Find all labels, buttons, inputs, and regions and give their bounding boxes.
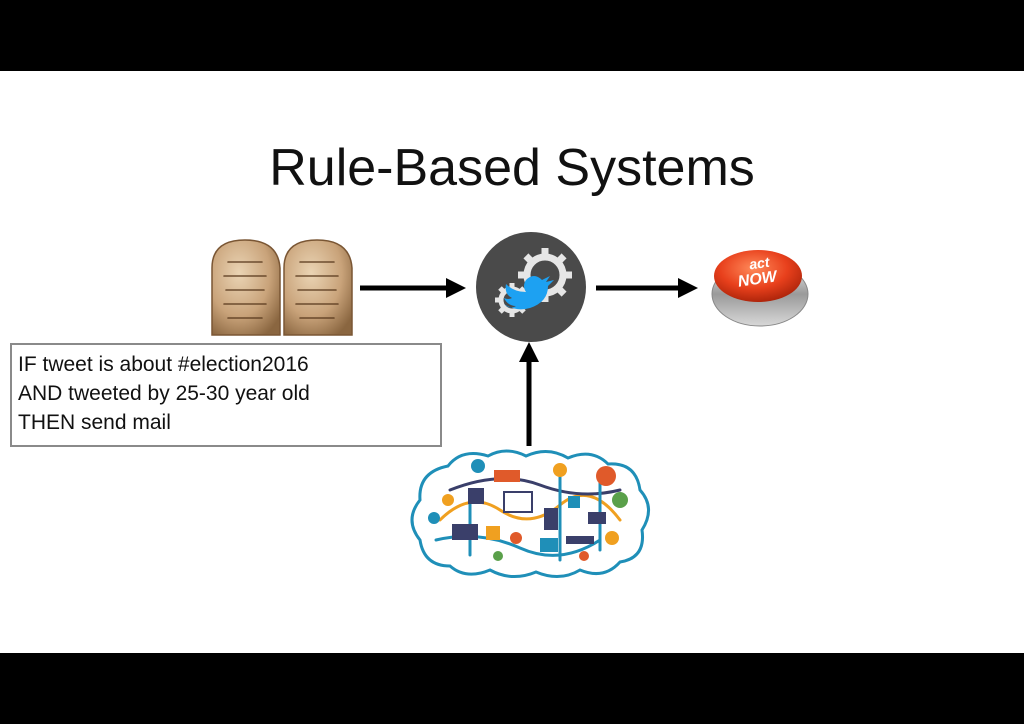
rule-line-if: IF tweet is about #election2016 [18, 353, 309, 376]
button-text-act: act [748, 254, 772, 273]
arrow-data-to-engine [519, 342, 539, 446]
slide-title: Rule-Based Systems [269, 139, 755, 197]
data-cloud-icon [410, 449, 650, 578]
rule-line-and: AND tweeted by 25-30 year old [18, 382, 310, 405]
rule-line-then: THEN send mail [18, 411, 171, 434]
gears-twitter-icon [476, 232, 586, 342]
act-now-button-icon: act NOW [711, 250, 809, 327]
arrow-engine-to-action [596, 278, 698, 298]
button-text-now: NOW [737, 268, 780, 291]
rule-text-box: IF tweet is about #election2016 AND twee… [10, 343, 442, 447]
stone-tablets-icon [211, 239, 353, 336]
arrow-rules-to-engine [360, 278, 466, 298]
